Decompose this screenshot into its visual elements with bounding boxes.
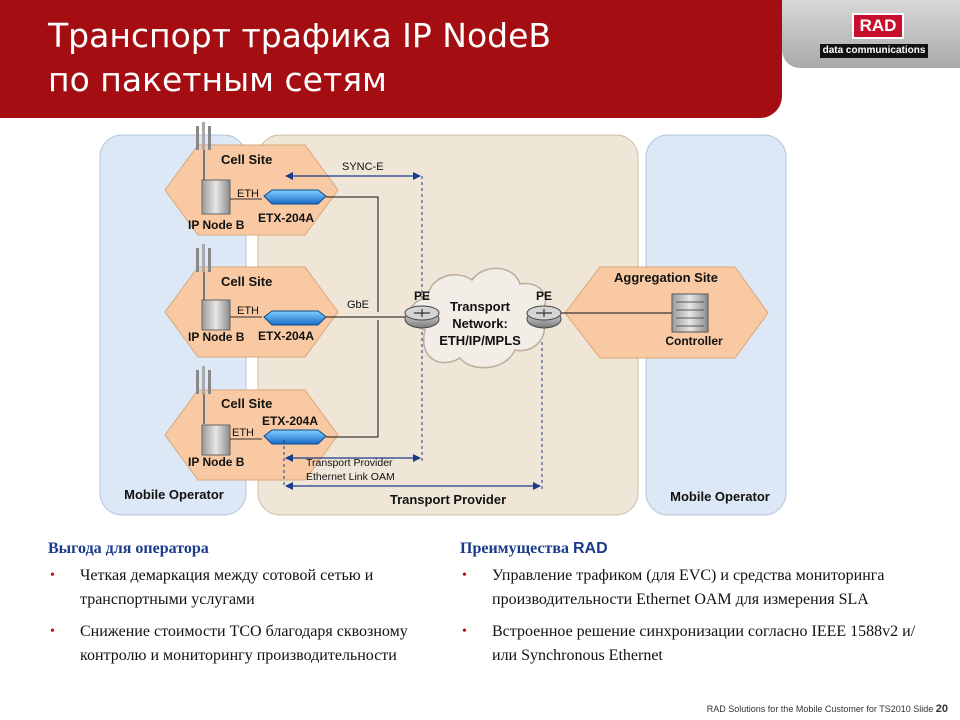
slide-title: Транспорт трафика IP NodeB по пакетным с… — [48, 14, 551, 102]
cloud-line-2: Network: — [452, 316, 508, 331]
eth-label-1: ETH — [237, 188, 259, 200]
cloud-line-1: Transport — [450, 299, 511, 314]
transport-cloud — [409, 267, 547, 369]
controller-label: Controller — [665, 334, 723, 348]
slide-footer: RAD Solutions for the Mobile Customer fo… — [707, 703, 948, 715]
etx-label-1: ETX-204A — [258, 211, 314, 225]
node-b-building-3 — [201, 424, 231, 456]
footer-text: RAD Solutions for the Mobile Customer fo… — [706, 704, 934, 714]
benefit-item: • Четкая демаркация между сотовой сетью и… — [48, 564, 443, 612]
antenna-icon-3 — [196, 366, 211, 424]
eth-label-3: ETH — [232, 427, 254, 439]
cloud-line-3: ETH/IP/MPLS — [439, 333, 521, 348]
uplink-3 — [326, 320, 379, 438]
bullet-icon: • — [50, 624, 55, 639]
eth-label-2: ETH — [237, 305, 259, 317]
aggregation-site-label: Aggregation Site — [614, 270, 718, 285]
etx-label-3: ETX-204A — [262, 414, 318, 428]
advantage-text: Встроенное решение синхронизации согласн… — [492, 623, 916, 664]
pe-router-icon-right — [526, 305, 562, 329]
title-line-2: по пакетным сетям — [48, 60, 387, 99]
benefit-text: Четкая демаркация между сотовой сетью и … — [80, 567, 374, 608]
rad-advantages: Преимущества RAD • Управление трафиком (д… — [460, 540, 940, 676]
uplink-1 — [326, 196, 379, 312]
node-b-label-3: IP Node B — [188, 455, 245, 469]
benefit-item: • Снижение стоимости TCO благодаря сквозн… — [48, 620, 443, 668]
cell-site-2-label: Cell Site — [221, 274, 272, 289]
advantages-heading-prefix: Преимущества — [460, 540, 573, 557]
node-b-label-1: IP Node B — [188, 218, 245, 232]
cell-site-1-label: Cell Site — [221, 152, 272, 167]
operator-benefits: Выгода для оператора • Четкая демаркация … — [48, 540, 443, 676]
bullet-icon: • — [50, 568, 55, 583]
sync-e-label: SYNC-E — [342, 161, 384, 173]
title-line-1: Транспорт трафика IP NodeB — [48, 16, 552, 55]
advantage-text: Управление трафиком (для EVC) и средства… — [492, 567, 885, 608]
node-b-label-2: IP Node B — [188, 330, 245, 344]
advantages-heading: Преимущества RAD — [460, 540, 940, 558]
benefits-heading: Выгода для оператора — [48, 540, 209, 557]
node-b-building-1 — [201, 179, 231, 215]
antenna-icon-2 — [196, 244, 211, 302]
advantage-item: • Встроенное решение синхронизации соглас… — [460, 620, 940, 668]
zone-label-middle: Transport Provider — [390, 492, 506, 507]
etx-label-2: ETX-204A — [258, 329, 314, 343]
slide-number: 20 — [935, 703, 948, 715]
logo-tagline: data communications — [820, 44, 928, 58]
advantages-heading-brand: RAD — [572, 540, 608, 557]
pe-label-right: PE — [536, 289, 552, 303]
zone-label-right: Mobile Operator — [670, 489, 770, 504]
benefits-list: • Четкая демаркация между сотовой сетью и… — [48, 564, 443, 668]
antenna-icon-1 — [196, 122, 211, 180]
pe-router-icon-left — [404, 305, 440, 329]
etx-device-icon-3 — [263, 429, 327, 445]
advantage-item: • Управление трафиком (для EVC) и средств… — [460, 564, 940, 612]
etx-device-icon-1 — [263, 189, 327, 205]
oam-label-2: Ethernet Link OAM — [306, 471, 395, 483]
pe-label-left: PE — [414, 289, 430, 303]
node-b-building-2 — [201, 299, 231, 331]
oam-label-1: Transport Provider — [306, 457, 393, 469]
zone-label-left: Mobile Operator — [124, 487, 224, 502]
gbe-label: GbE — [347, 299, 369, 311]
cell-site-3-label: Cell Site — [221, 396, 272, 411]
controller-server-icon — [671, 293, 709, 333]
bullet-icon: • — [462, 624, 467, 639]
network-diagram: Mobile Operator Transport Provider Mobil… — [99, 122, 787, 516]
advantages-list: • Управление трафиком (для EVC) и средств… — [460, 564, 940, 668]
title-band — [0, 0, 782, 118]
benefit-text: Снижение стоимости TCO благодаря сквозно… — [80, 623, 408, 664]
bullet-icon: • — [462, 568, 467, 583]
rad-logo: RAD — [852, 13, 904, 39]
etx-device-icon-2 — [263, 310, 327, 326]
